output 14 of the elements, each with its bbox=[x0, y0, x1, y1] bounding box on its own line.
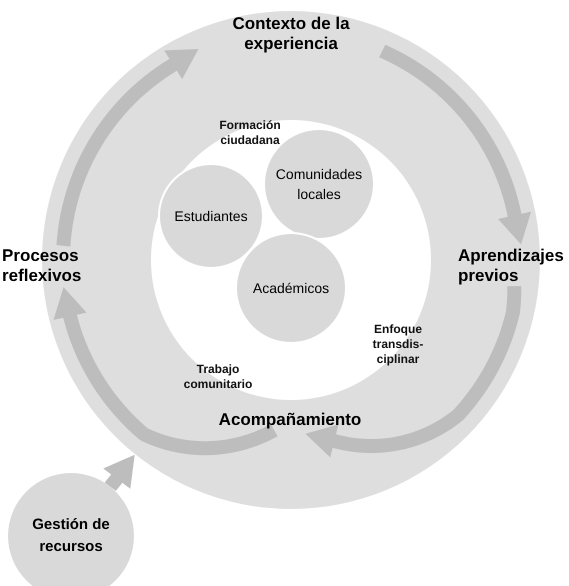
participant-label: Estudiantes bbox=[174, 206, 248, 226]
theme-label: Formación ciudadana bbox=[218, 118, 282, 148]
resource-label: Gestión de recursos bbox=[31, 515, 111, 557]
theme-label: Enfoque transdis-ciplinar bbox=[372, 322, 424, 367]
stage-label: Acompañamiento bbox=[190, 410, 390, 430]
participant-label: Comunidades locales bbox=[274, 164, 364, 204]
arrow bbox=[376, 44, 532, 245]
participant-label: Académicos bbox=[252, 278, 330, 298]
arrow bbox=[103, 454, 135, 493]
stage-label: Procesos reflexivos bbox=[2, 246, 112, 286]
arrow bbox=[53, 287, 280, 456]
stage-label: Aprendizajes previos bbox=[458, 246, 568, 286]
theme-label: Trabajo comunitario bbox=[182, 362, 254, 392]
stage-label: Contexto de la experiencia bbox=[200, 14, 382, 54]
